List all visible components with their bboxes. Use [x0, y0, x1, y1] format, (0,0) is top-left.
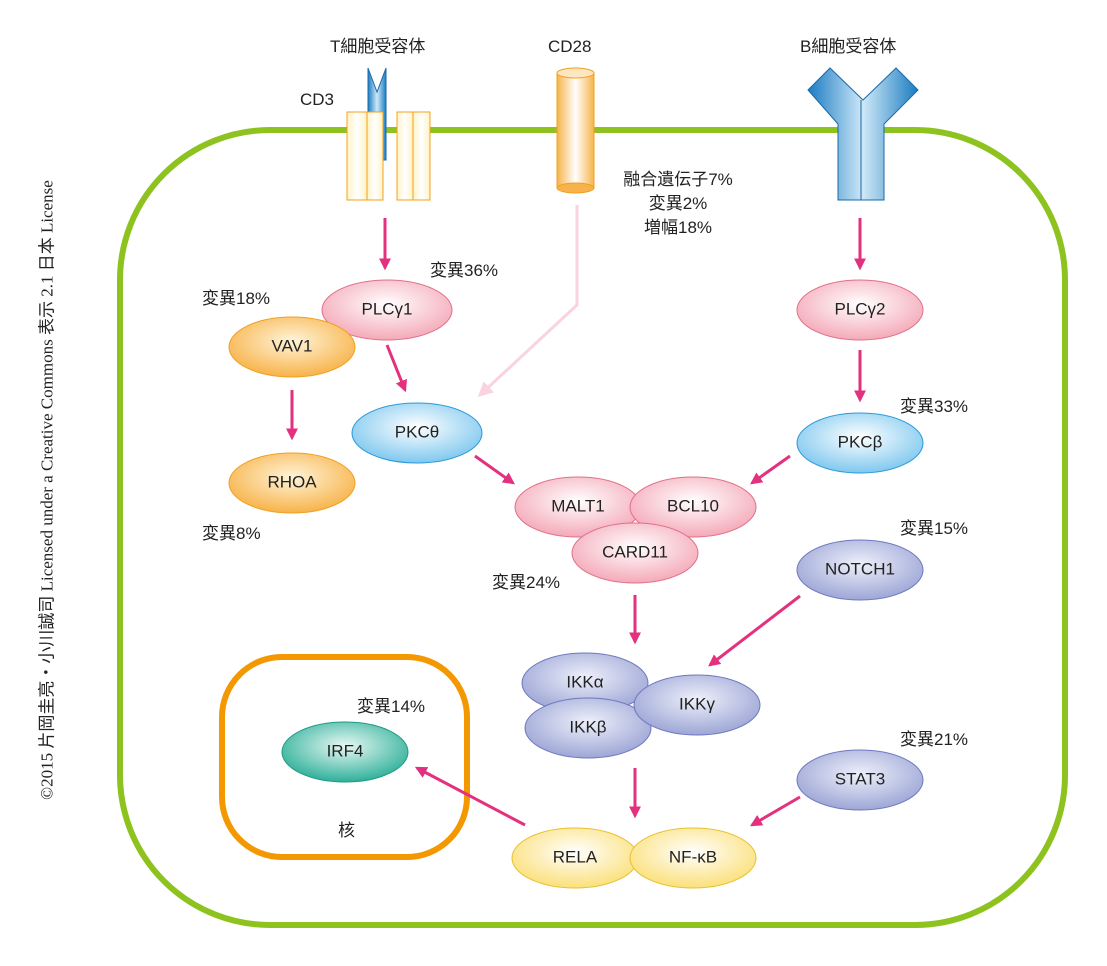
cd3-label: CD3 [300, 90, 334, 109]
node-notch1: NOTCH1 [796, 539, 924, 601]
node-plcg2: PLCγ2 [796, 279, 924, 341]
mutation-notch1: 変異15% [900, 519, 968, 538]
mutation-plcg1: 変異36% [430, 261, 498, 280]
node-malt1: MALT1 [514, 476, 642, 538]
node-pkct: PKCθ [351, 402, 483, 464]
license-credit: ©2015 片岡圭亮・小川誠司 Licensed under a Creativ… [37, 180, 57, 800]
node-ikkg: IKKγ [633, 674, 761, 736]
node-stat3: STAT3 [796, 749, 924, 811]
b-cell-receptor [807, 67, 919, 201]
arrow [708, 594, 801, 667]
arrow [414, 766, 526, 827]
t-cell-receptor [346, 67, 431, 201]
node-vav1: VAV1 [228, 316, 356, 378]
svg-text:BCL10: BCL10 [667, 496, 719, 515]
mutation-pkcb: 変異33% [900, 397, 968, 416]
cd28-alteration: 融合遺伝子7% [623, 170, 733, 189]
arrow [385, 344, 408, 393]
mutation-rhoa: 変異8% [202, 524, 261, 543]
cd28-alteration: 変異2% [649, 194, 708, 213]
svg-text:IRF4: IRF4 [327, 741, 364, 760]
svg-text:IKKα: IKKα [566, 672, 603, 691]
svg-text:NOTCH1: NOTCH1 [825, 559, 895, 578]
node-nfkb: NF-κB [629, 827, 757, 889]
node-card11: CARD11 [571, 522, 699, 584]
node-ikkb: IKKβ [524, 697, 652, 759]
svg-text:CARD11: CARD11 [602, 542, 668, 561]
node-pkcb: PKCβ [796, 412, 924, 474]
cd28-receptor [556, 67, 595, 194]
bcr-label: B細胞受容体 [800, 37, 896, 56]
node-ikka: IKKα [521, 652, 649, 714]
tcr-label: T細胞受容体 [330, 37, 425, 56]
mutation-card11: 変異24% [492, 573, 560, 592]
cd28-label: CD28 [548, 37, 591, 56]
node-rela: RELA [511, 827, 639, 889]
mutation-stat3: 変異21% [900, 730, 968, 749]
mutation-irf4: 変異14% [357, 697, 425, 716]
arrow [749, 795, 801, 827]
svg-text:PKCβ: PKCβ [838, 432, 883, 451]
svg-text:PKCθ: PKCθ [395, 422, 439, 441]
mutation-vav1: 変異18% [202, 289, 270, 308]
node-plcg1: PLCγ1 [321, 279, 453, 341]
arrow [474, 454, 515, 485]
node-rhoa: RHOA [228, 452, 356, 514]
svg-text:IKKγ: IKKγ [679, 694, 715, 713]
svg-text:STAT3: STAT3 [835, 769, 885, 788]
cd28-alteration: 増幅18% [644, 218, 712, 237]
svg-text:RELA: RELA [553, 847, 598, 866]
svg-text:VAV1: VAV1 [272, 336, 313, 355]
arrow-cd28 [477, 205, 579, 398]
svg-text:RHOA: RHOA [267, 472, 317, 491]
svg-text:PLCγ2: PLCγ2 [834, 299, 885, 318]
node-bcl10: BCL10 [629, 476, 757, 538]
svg-text:IKKβ: IKKβ [569, 717, 606, 736]
nucleus-label: 核 [338, 821, 355, 840]
svg-text:MALT1: MALT1 [551, 496, 605, 515]
arrow [750, 454, 791, 485]
svg-text:NF-κB: NF-κB [669, 847, 717, 866]
nucleus [219, 654, 470, 860]
svg-text:PLCγ1: PLCγ1 [361, 299, 412, 318]
node-irf4: IRF4 [281, 721, 409, 783]
